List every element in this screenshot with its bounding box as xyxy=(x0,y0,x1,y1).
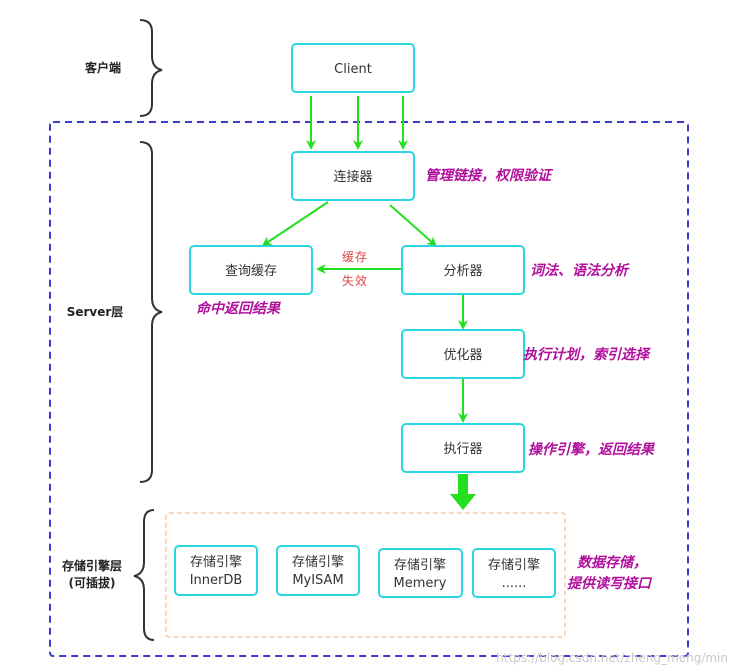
storage-note-line1: 数据存储， xyxy=(577,554,647,571)
connector-node-label: 连接器 xyxy=(333,169,372,185)
query-cache-node-label: 查询缓存 xyxy=(225,264,277,279)
connector-to-cache-arrow xyxy=(261,201,329,247)
engine-title: 存储引擎 xyxy=(394,558,446,573)
storage-note-line2: 提供读写接口 xyxy=(567,575,653,592)
executor-note: 操作引擎，返回结果 xyxy=(528,441,656,458)
cache-invalid-note-line2: 失效 xyxy=(342,273,368,288)
engine-title: 存储引擎 xyxy=(488,558,540,573)
client-node-label: Client xyxy=(334,62,372,77)
client-layer-label: 客户端 xyxy=(84,60,121,75)
server-layer-label: Server层 xyxy=(67,305,124,319)
storage-layer-label: 存储引擎层 xyxy=(61,558,122,573)
client-brace xyxy=(139,19,163,117)
engine-name: ...... xyxy=(502,576,527,591)
engine-box-more: 存储引擎 ...... xyxy=(472,548,556,598)
cache-invalid-note-line1: 缓存 xyxy=(342,250,368,264)
query-cache-node: 查询缓存 xyxy=(189,245,313,295)
engine-title: 存储引擎 xyxy=(292,555,344,570)
executor-node-label: 执行器 xyxy=(443,442,482,457)
engine-name: MyISAM xyxy=(292,573,343,588)
analyzer-note: 词法、语法分析 xyxy=(530,262,630,279)
engine-name: InnerDB xyxy=(190,573,243,588)
storage-layer-container xyxy=(165,512,566,638)
connector-node: 连接器 xyxy=(291,151,415,201)
cache-hit-note: 命中返回结果 xyxy=(196,300,282,317)
storage-brace xyxy=(133,509,155,641)
executor-to-storage-arrow xyxy=(450,474,476,510)
executor-node: 执行器 xyxy=(401,423,525,473)
analyzer-node-label: 分析器 xyxy=(443,264,482,279)
server-layer-container xyxy=(49,121,689,657)
storage-layer-sublabel: (可插拔) xyxy=(69,575,116,590)
optimizer-note: 执行计划，索引选择 xyxy=(523,346,651,363)
engine-box-myisam: 存储引擎 MyISAM xyxy=(276,545,360,596)
connector-to-analyzer-arrow xyxy=(389,204,437,247)
optimizer-node: 优化器 xyxy=(401,329,525,379)
optimizer-node-label: 优化器 xyxy=(443,348,482,363)
engine-box-memery: 存储引擎 Memery xyxy=(378,548,463,598)
engine-title: 存储引擎 xyxy=(190,555,242,570)
engine-box-innerdb: 存储引擎 InnerDB xyxy=(174,545,258,596)
client-node: Client xyxy=(291,43,415,93)
watermark: https://blog.csdn.net/zheng_meng/min xyxy=(496,651,728,665)
server-brace xyxy=(139,141,163,483)
connector-note: 管理链接，权限验证 xyxy=(425,167,554,184)
engine-name: Memery xyxy=(394,576,447,591)
analyzer-node: 分析器 xyxy=(401,245,525,295)
